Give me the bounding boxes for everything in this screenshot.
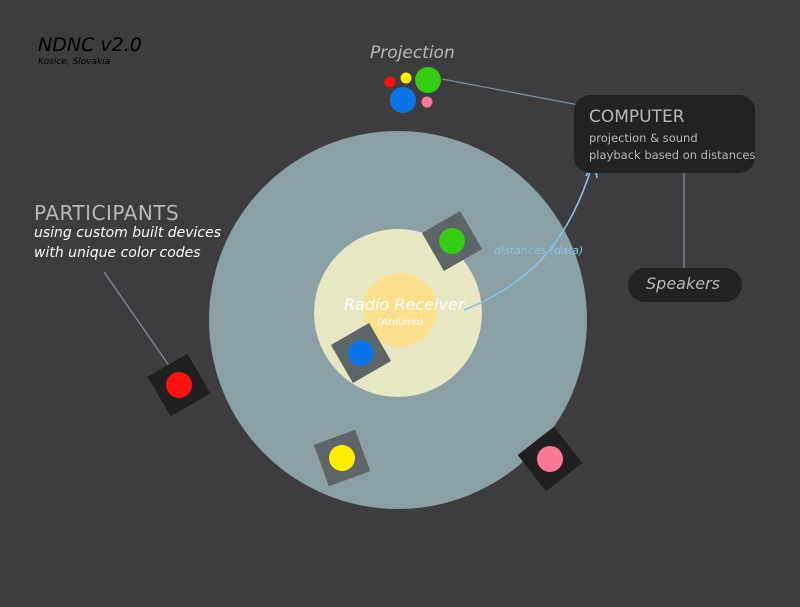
computer-description-line1: projection & sound (589, 131, 698, 145)
projection-label: Projection (370, 43, 455, 63)
computer-box (574, 95, 755, 173)
participant-device-yellow (313, 429, 371, 487)
participant-device-pink (517, 426, 583, 492)
participants-connector-line (103, 271, 171, 368)
participants-description-line1: using custom built devices (34, 225, 222, 241)
distances-data-label: distances (data) (494, 244, 584, 257)
radio-receiver-sublabel: (Arduino) (377, 317, 424, 328)
distances-data-arrow (463, 165, 593, 311)
radio-receiver-label: Radio Receiver (344, 295, 465, 314)
page-title: NDNC v2.0 (38, 34, 142, 56)
computer-description-line2: playback based on distances (589, 148, 756, 162)
receiver-core-circle (363, 273, 437, 347)
speakers-label: Speakers (646, 274, 720, 293)
participant-device-red (147, 353, 211, 417)
projection-connector-line (441, 78, 585, 107)
page-subtitle: Kosice, Slovakia (38, 57, 111, 67)
participants-title: PARTICIPANTS (34, 201, 180, 225)
participant-device-green (421, 210, 483, 272)
computer-title: COMPUTER (589, 107, 685, 127)
projection-bubbles-icon (384, 67, 441, 113)
speakers-box (628, 268, 742, 302)
participant-device-blue (330, 322, 392, 384)
participants-description-line2: with unique color codes (34, 245, 201, 261)
